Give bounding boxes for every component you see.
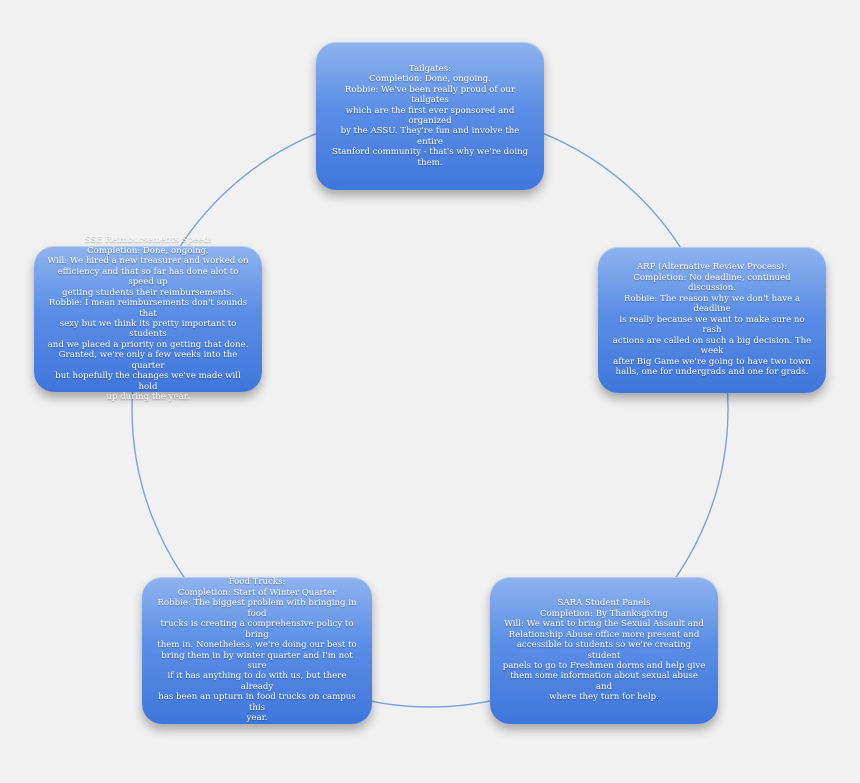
tailgates-text-line: which are the first ever sponsored and o… xyxy=(345,105,515,126)
sse-text-line: getting students their reimbursements. xyxy=(62,287,234,298)
food-text-line: bring them in by winter quarter and I'm … xyxy=(161,650,353,671)
arp-text-line: Robbie: The reason why we don't have a d… xyxy=(623,293,801,315)
sara-text-line: panels to go to Freshmen dorms and help … xyxy=(502,660,706,671)
tailgates-text-line: Completion: Done, ongoing. xyxy=(369,74,491,85)
arp-text-line: after Big Game we're going to have two t… xyxy=(613,356,811,367)
sse-text-line: Granted, we're only a few weeks into the… xyxy=(58,350,238,371)
sara-text-line: where they turn for help. xyxy=(549,692,659,703)
sse-text-line: sexy but we think its pretty important t… xyxy=(59,319,237,340)
sse-text-line: SSE Reimbursements Speed: xyxy=(84,235,212,246)
arp-text-line: ARP (Alternative Review Process): xyxy=(636,262,788,273)
sse-text-line: and we placed a priority on getting that… xyxy=(47,339,249,350)
sse-text-line: Completion: Done, ongoing. xyxy=(87,245,209,256)
sse-text-line: up during the year. xyxy=(106,392,190,403)
arp-box: ARP (Alternative Review Process):Complet… xyxy=(598,247,826,393)
food-text-line: Robbie: The biggest problem with bringin… xyxy=(157,598,357,619)
sara-text-line: Will: We want to bring the Sexual Assaul… xyxy=(504,619,704,630)
food-text-line: them in. Nonetheless, we're doing our be… xyxy=(157,640,357,651)
tailgates-text-line: Robbie: We've been really proud of our t… xyxy=(344,84,516,106)
sse-text-line: Robbie: I mean reimbursements don't soun… xyxy=(48,298,248,319)
food-trucks-box: Food Trucks:Completion: Start of Winter … xyxy=(142,577,372,724)
food-text-line: year. xyxy=(246,713,268,724)
arp-text-line: halls, one for undergrads and one for gr… xyxy=(615,367,809,378)
sara-text-line: accessible to students so we're creating… xyxy=(516,640,692,661)
food-text-line: Food Trucks: xyxy=(228,577,286,588)
tailgates-text-line: Tailgates: xyxy=(408,63,452,74)
arp-text-line: actions are called on such a big decisio… xyxy=(612,335,812,357)
sara-text-line: SARA Student Panels xyxy=(557,598,651,609)
food-text-line: Completion: Start of Winter Quarter xyxy=(177,587,337,598)
sse-text-line: efficiency and that so far has done alot… xyxy=(57,266,239,288)
sse-reimbursements-box: SSE Reimbursements Speed:Completion: Don… xyxy=(34,235,262,402)
tailgates-text-line: Stanford community - that's why we're do… xyxy=(331,147,529,158)
sara-text-line: Relationship Abuse office more present a… xyxy=(508,629,700,640)
food-text-line: trucks is creating a comprehensive polic… xyxy=(160,619,354,640)
sara-text-line: them some information about sexual abuse… xyxy=(510,671,698,692)
sse-text-line: Will: We hired a new treasurer and worke… xyxy=(47,256,249,267)
tailgates-box: Tailgates:Completion: Done, ongoing.Robb… xyxy=(316,42,544,190)
sara-text-line: Completion: By Thanksgiving xyxy=(539,608,669,619)
food-text-line: has been an upturn in food trucks on cam… xyxy=(158,692,356,713)
food-text-line: if it has anything to do with us, but th… xyxy=(167,671,347,692)
arp-text-line: Completion: No deadline, continued discu… xyxy=(633,272,791,294)
tailgates-text-line: them. xyxy=(417,157,443,168)
tailgates-text-line: by the ASSU. They're fun and involve the… xyxy=(340,126,520,147)
sse-text-line: but hopefully the changes we've made wil… xyxy=(55,371,241,392)
arp-text-line: is really because we want to make sure n… xyxy=(619,314,805,336)
